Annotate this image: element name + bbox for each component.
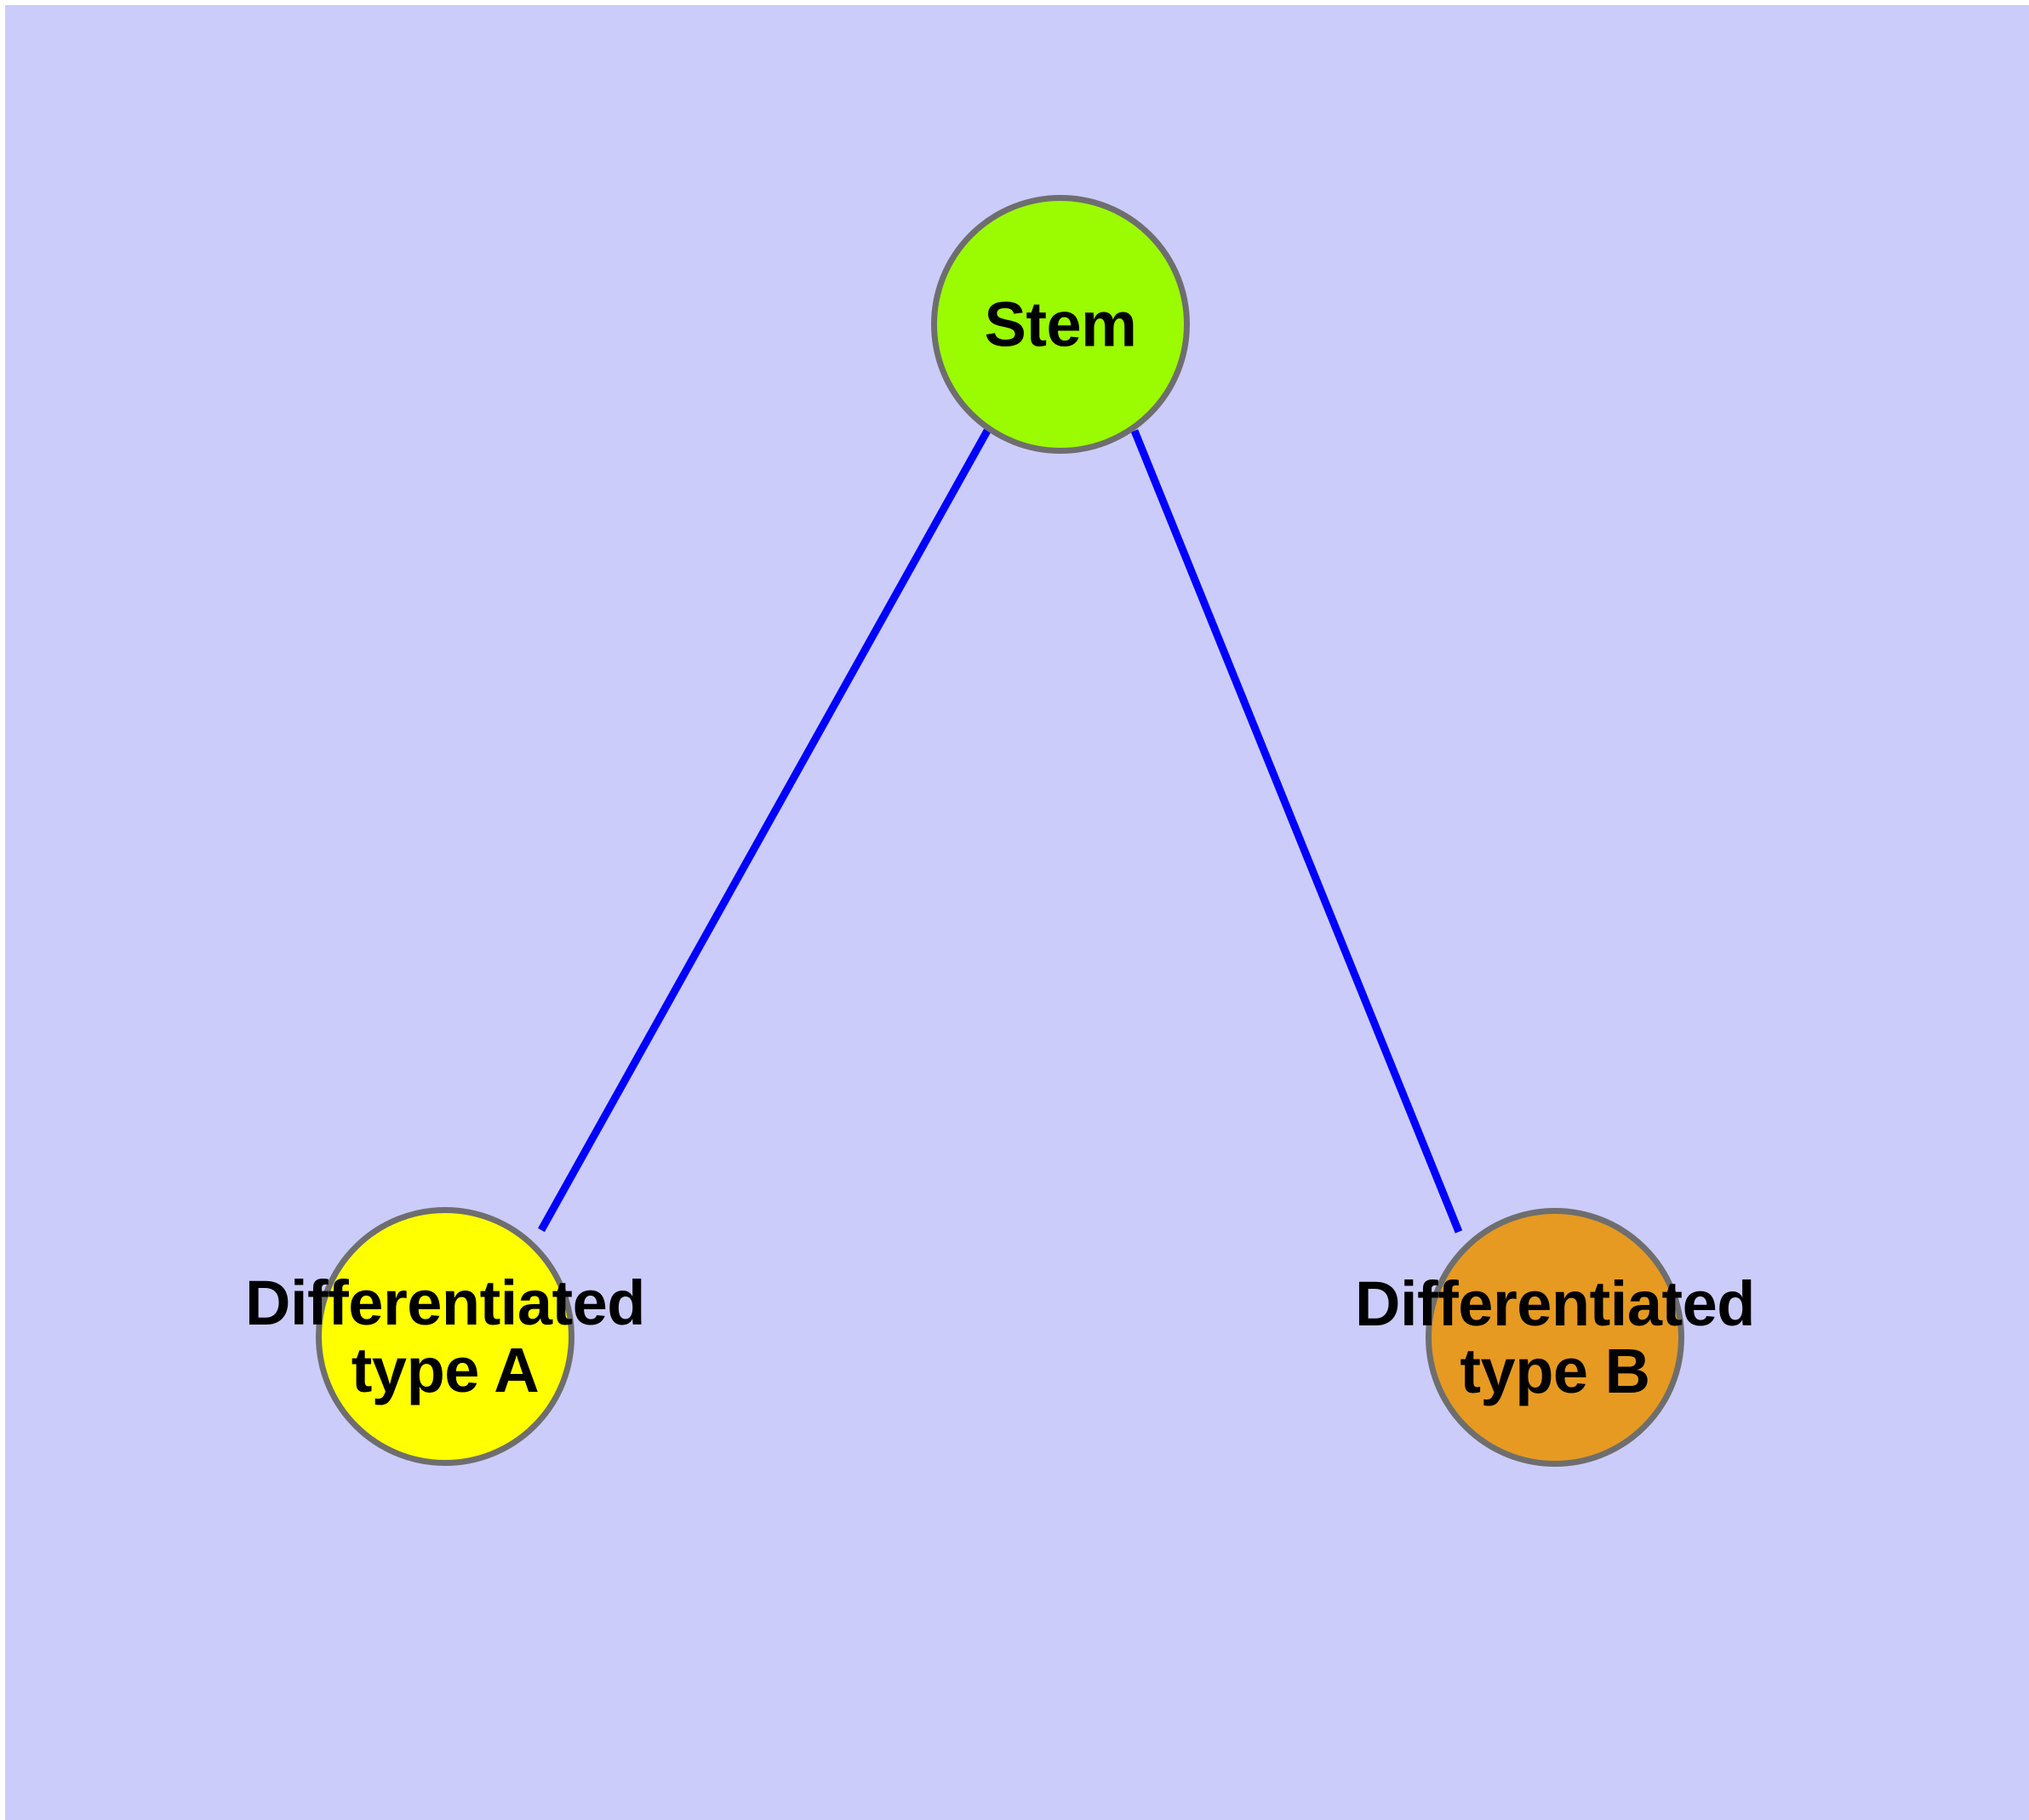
- edge-stem-to-diff-b: [1130, 429, 1463, 1233]
- node-differentiated-type-b-label: Differentiated type B: [1355, 1268, 1755, 1406]
- node-stem[interactable]: Stem: [931, 195, 1190, 454]
- node-differentiated-type-a[interactable]: Differentiated type A: [245, 1207, 645, 1466]
- node-stem-label: Stem: [984, 289, 1137, 360]
- node-differentiated-type-a-label: Differentiated type A: [245, 1267, 645, 1405]
- node-differentiated-type-b[interactable]: Differentiated type B: [1355, 1208, 1755, 1467]
- edge-stem-to-diff-a: [538, 428, 991, 1233]
